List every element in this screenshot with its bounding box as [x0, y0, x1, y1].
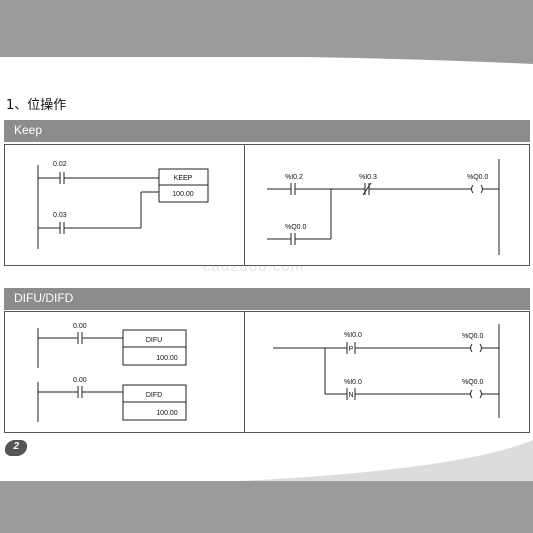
- keep-r-coil-label: %Q0.0: [467, 174, 489, 181]
- page-top-curve: [0, 55, 533, 100]
- difu-r-contact-letter: P: [349, 346, 354, 353]
- keep-r-contact1-label: %I0.2: [285, 174, 303, 181]
- difd-r-contact-label: %I0.0: [344, 379, 362, 386]
- page-bottom-curve: [0, 440, 533, 500]
- section-header-difu-difd: DIFU/DIFD: [4, 288, 530, 310]
- keep-r-contact2-label: %I0.3: [359, 174, 377, 181]
- difu-block-operand: 100.00: [156, 355, 178, 362]
- difd-block-operand: 100.00: [156, 410, 178, 417]
- difd-block-name: DIFD: [146, 392, 162, 399]
- keep-contact1-label: 0.02: [53, 161, 67, 168]
- difu-block-name: DIFU: [146, 337, 162, 344]
- difu-contact-label: 0.00: [73, 323, 87, 330]
- top-band: [0, 0, 533, 57]
- difd-r-coil-label: %Q0.0: [462, 379, 484, 386]
- section-header-keep: Keep: [4, 120, 530, 142]
- section-title: DIFU/DIFD: [14, 291, 74, 305]
- page-heading: 1、位操作: [6, 98, 67, 113]
- keep-panel-left: 0.02 KEEP 100.00 0.03: [4, 144, 245, 266]
- keep-contact2-label: 0.03: [53, 212, 67, 219]
- keep-ladder-left: 0.02 KEEP 100.00 0.03: [37, 161, 209, 249]
- difu-ladder-left: 0.00 DIFU 100.00 0.00 DIFD 100.00: [37, 323, 187, 422]
- difu-r-contact-label: %I0.0: [344, 332, 362, 339]
- difu-r-coil-label: %Q0.0: [462, 333, 484, 340]
- difd-r-contact-letter: N: [348, 392, 353, 399]
- keep-panel-right: %I0.2 %I0.3 %Q0.0 %Q0.0: [244, 144, 530, 266]
- difd-contact-label: 0.00: [73, 377, 87, 384]
- keep-block-name: KEEP: [174, 175, 193, 182]
- page-number: 2: [13, 441, 20, 452]
- keep-r-contact3-label: %Q0.0: [285, 224, 307, 231]
- section-title: Keep: [14, 123, 43, 137]
- difu-panel-right: P %I0.0 %Q0.0 N %I0.0 %Q0.0: [244, 311, 530, 433]
- difu-panel-left: 0.00 DIFU 100.00 0.00 DIFD 100.00: [4, 311, 245, 433]
- difu-ladder-right: P %I0.0 %Q0.0 N %I0.0 %Q0.0: [273, 324, 500, 418]
- keep-block-operand: 100.00: [172, 191, 194, 198]
- keep-ladder-right: %I0.2 %I0.3 %Q0.0 %Q0.0: [267, 159, 500, 255]
